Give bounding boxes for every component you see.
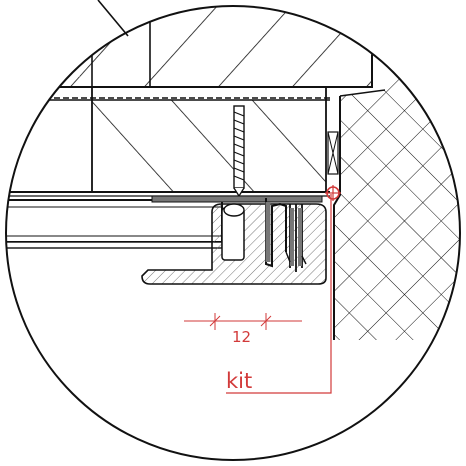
profile-section <box>141 203 327 285</box>
kit-callout: kit <box>226 185 341 394</box>
wall-section <box>333 60 460 340</box>
clip-profile <box>151 195 323 272</box>
joint-filler <box>327 131 339 175</box>
lower-panel <box>6 199 223 249</box>
detail-leader <box>97 0 129 37</box>
screw-icon <box>233 105 245 198</box>
dimension-12: 12 <box>184 313 302 346</box>
detail-circle <box>5 5 461 461</box>
dimension-label: 12 <box>232 328 251 346</box>
callout-label: kit <box>226 369 252 393</box>
wood-board <box>6 87 330 197</box>
detail-content: 12 kit <box>6 6 460 394</box>
top-beam <box>6 6 386 88</box>
